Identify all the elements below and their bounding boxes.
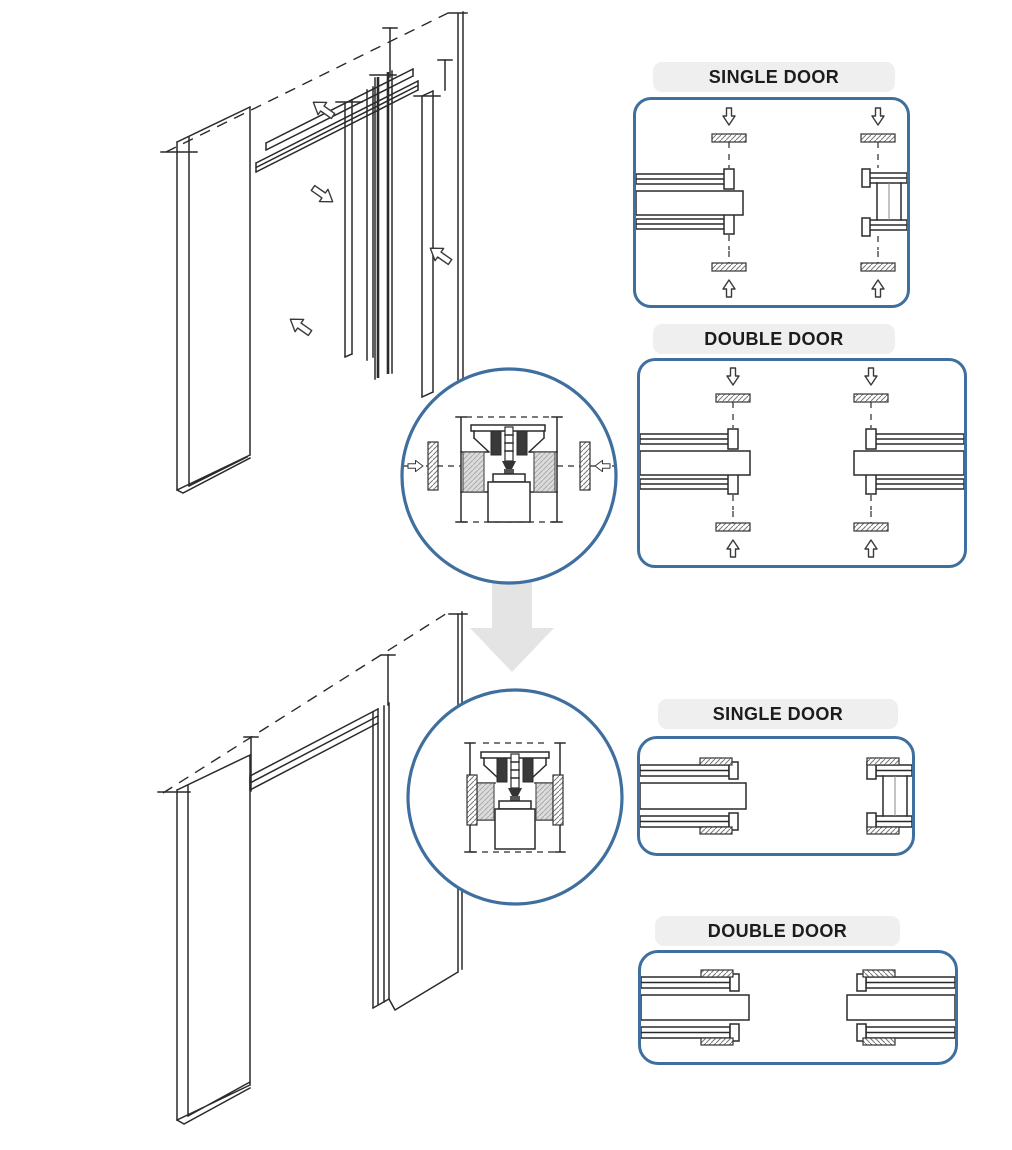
cross-section-double-door-rough <box>637 358 967 568</box>
wall-board-attached <box>466 774 478 826</box>
left-wall-panel <box>175 105 252 494</box>
roller-wheel <box>496 757 508 783</box>
roller-wheel <box>522 757 534 783</box>
wall-stud <box>476 782 495 821</box>
track-carriage-assembly <box>480 751 550 801</box>
wall-stud <box>533 451 556 493</box>
double-door-rough-drawing <box>640 361 964 565</box>
double-door-finished-drawing <box>641 969 955 1046</box>
jamb-section-finished <box>866 757 912 835</box>
assembly-arrow-icon <box>310 184 334 203</box>
assembly-arrow-icon <box>429 247 453 266</box>
hanger-lines <box>250 654 389 792</box>
assembly-arrow-icon <box>289 318 313 337</box>
cross-section-double-door-finished <box>638 950 958 1065</box>
wall-board <box>427 441 439 491</box>
pocket-section <box>640 413 751 511</box>
cross-section-single-door-finished <box>637 736 915 856</box>
label-single-door-top: SINGLE DOOR <box>653 62 895 92</box>
left-wall-finished <box>175 753 252 1125</box>
track-carriage-assembly <box>470 424 546 474</box>
label-single-door-bottom: SINGLE DOOR <box>658 699 898 729</box>
jamb-section <box>861 154 907 250</box>
big-down-arrow-icon <box>470 580 554 672</box>
right-jamb-stripes <box>371 702 391 1010</box>
wall-board-attached <box>866 826 900 835</box>
detail-circle-track-rough <box>400 367 618 585</box>
wall-board-attached <box>699 826 733 835</box>
header-finished <box>248 707 380 792</box>
door-panel-section <box>640 782 747 810</box>
label-double-door-bottom: DOUBLE DOOR <box>655 916 900 946</box>
door-panel-section <box>636 190 744 216</box>
wall-board-attached <box>552 774 564 826</box>
press-arrow-icon <box>594 459 611 473</box>
wall-board <box>579 441 591 491</box>
hanger-bolt <box>508 788 522 796</box>
wall-board <box>860 107 896 298</box>
ceiling-dashed-line <box>165 10 453 153</box>
single-door-rough-drawing <box>636 107 907 298</box>
wall-board <box>711 107 747 298</box>
pocket-section <box>636 154 744 250</box>
pocket-section-mirrored <box>853 413 964 511</box>
roller-wheel <box>516 430 528 456</box>
door-panel-section <box>494 808 536 850</box>
wall-stud <box>535 782 554 821</box>
pocket-section-finished-mirrored <box>846 969 955 1046</box>
single-door-finished-drawing <box>640 757 912 835</box>
press-arrow-icon <box>407 459 424 473</box>
pocket-section-finished <box>640 757 747 835</box>
wall-stud <box>462 451 485 493</box>
label-double-door-top: DOUBLE DOOR <box>653 324 895 354</box>
header-track <box>254 67 420 174</box>
roller-wheel <box>490 430 502 456</box>
cross-section-single-door-rough <box>633 97 910 308</box>
ceiling-dashed-line <box>162 609 453 794</box>
wall-board-attached <box>866 757 900 766</box>
hanger-bolt <box>502 461 516 469</box>
door-panel-section <box>487 481 531 523</box>
detail-circle-track-finished <box>406 688 624 906</box>
assembly-arrow-icon <box>312 101 336 120</box>
isometric-frame-rough <box>160 10 468 494</box>
pocket-section-finished <box>641 969 750 1046</box>
hanger-lines <box>389 27 446 91</box>
right-wall-edge <box>457 11 464 381</box>
pocket-frame-studs <box>344 70 434 398</box>
wall-board-attached <box>699 757 733 766</box>
